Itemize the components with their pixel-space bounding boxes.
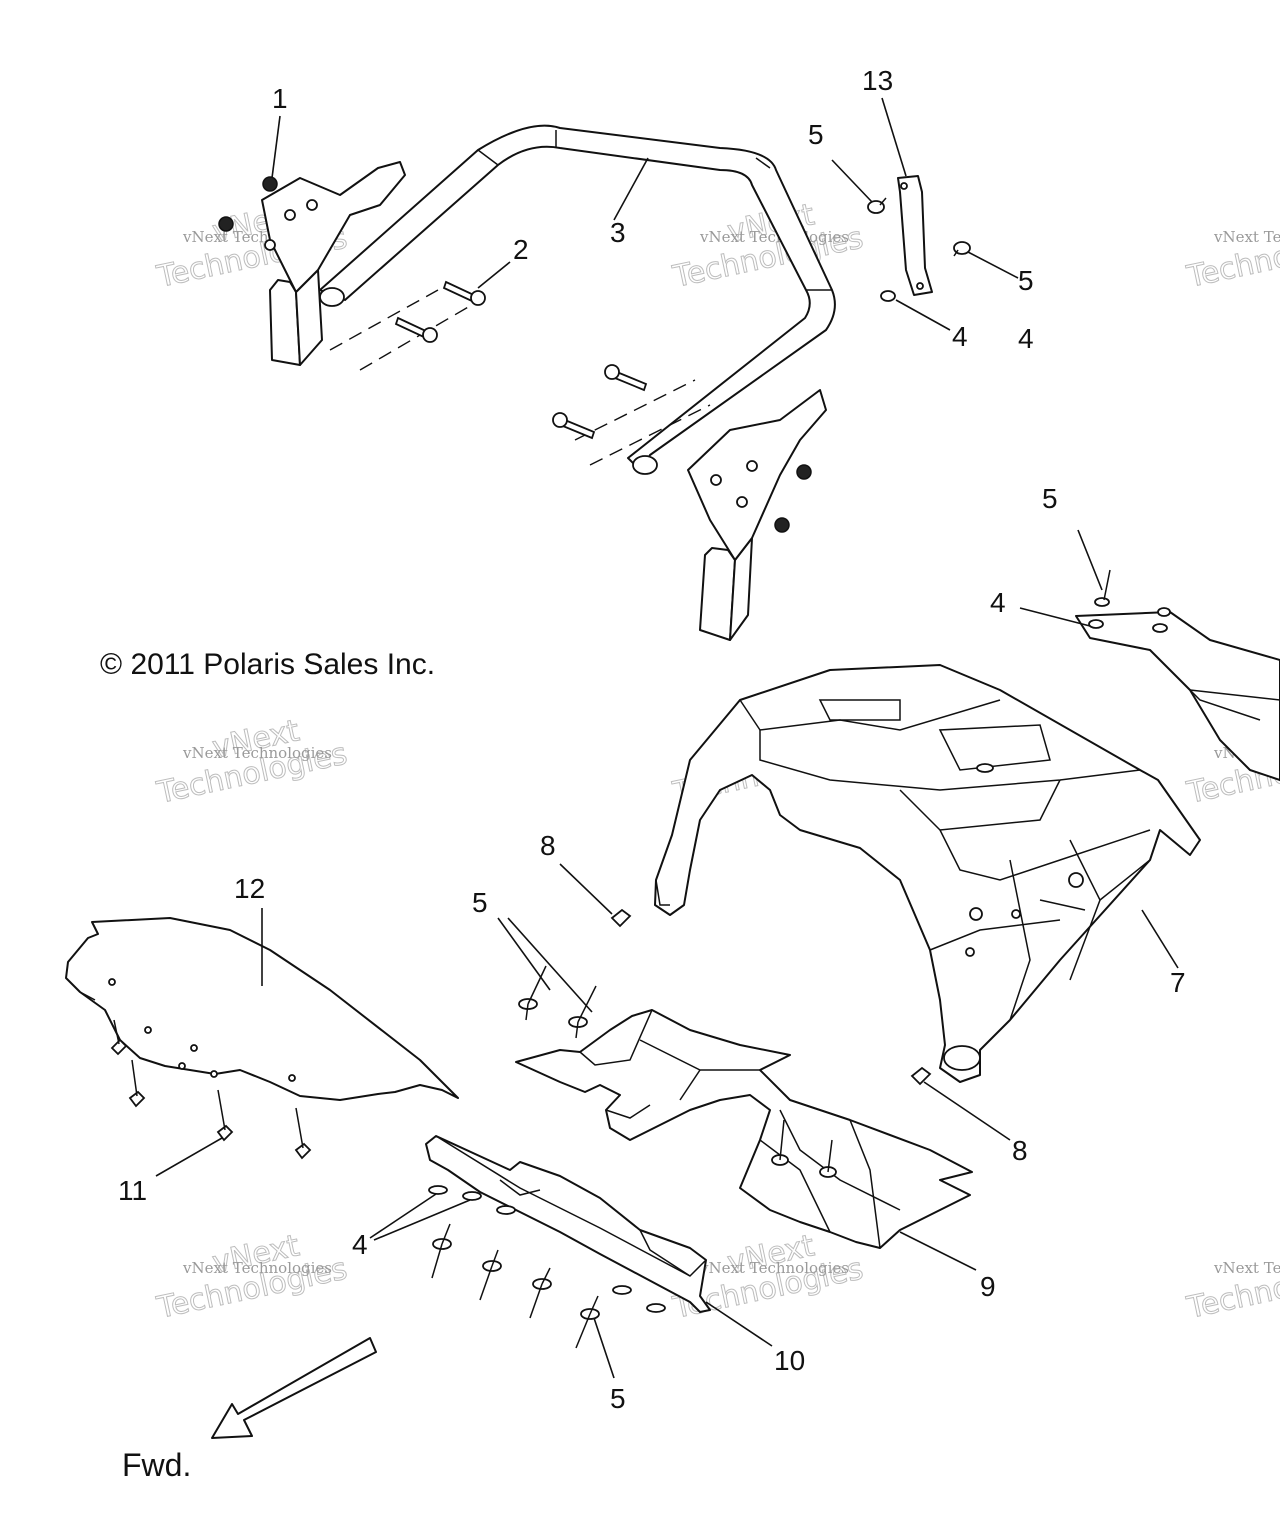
callout-2: 2 <box>513 234 529 265</box>
leader-lines <box>155 97 1179 1379</box>
rear-body-panel-item-7 <box>654 664 1201 1083</box>
rear-bracket-item-9 <box>515 1009 973 1249</box>
callout-12: 12 <box>234 873 265 904</box>
svg-text:vNext Technologies: vNext Technologies <box>1213 228 1280 246</box>
rivet-item-5-right <box>1094 569 1111 607</box>
callout-8: 8 <box>1012 1135 1028 1166</box>
svg-text:vNext Technologies: vNext Technologies <box>699 228 849 246</box>
nut-right-post <box>774 464 812 533</box>
callout-8: 8 <box>540 830 556 861</box>
callout-10: 10 <box>774 1345 805 1376</box>
svg-text:vNext Technologies: vNext Technologies <box>182 744 332 762</box>
callout-4: 4 <box>1018 323 1034 354</box>
strap-item-13 <box>897 175 933 296</box>
forward-arrow-icon <box>211 1337 377 1439</box>
left-cage-post <box>261 161 406 366</box>
screws-item-8 <box>610 908 932 1086</box>
callout-4: 4 <box>990 587 1006 618</box>
callout-4: 4 <box>352 1229 368 1260</box>
watermark-9: Technologies vNext Technologies <box>1183 1251 1280 1327</box>
callout-4: 4 <box>952 321 968 352</box>
callout-11: 11 <box>118 1175 147 1206</box>
cage-dashed-guides <box>329 289 711 466</box>
nut-item-1 <box>218 176 278 232</box>
svg-text:vNext Technologies: vNext Technologies <box>1213 1259 1280 1277</box>
callout-5: 5 <box>1042 483 1058 514</box>
screw-item-11 <box>110 1019 312 1160</box>
trim-bar-item-10 <box>425 1135 711 1313</box>
rivet-item-5-top <box>867 197 971 257</box>
callout-9: 9 <box>980 1271 996 1302</box>
washer-item-4-top <box>880 290 896 302</box>
callout-7: 7 <box>1170 967 1186 998</box>
side-bracket-right <box>1075 607 1280 781</box>
svg-text:vNext Technologies: vNext Technologies <box>699 1259 849 1277</box>
callout-5: 5 <box>1018 265 1034 296</box>
rear-cage-bar <box>319 124 836 475</box>
rivets-item-5-lower <box>431 1223 600 1349</box>
watermark-4: Technologies vNext vNext Technologies <box>153 713 351 812</box>
callout-13: 13 <box>862 65 893 96</box>
bolt-item-2 <box>394 280 648 440</box>
watermark-3: Technologies vNext Technologies <box>1183 220 1280 296</box>
callout-5: 5 <box>472 887 488 918</box>
copyright-notice: © 2011 Polaris Sales Inc. <box>100 648 435 681</box>
forward-label: Fwd. <box>122 1447 191 1483</box>
callout-5: 5 <box>808 119 824 150</box>
watermark-7: Technologies vNext vNext Technologies <box>153 1228 351 1327</box>
right-cage-post <box>687 389 827 641</box>
callout-1: 1 <box>272 83 288 114</box>
svg-text:vNext Technologies: vNext Technologies <box>182 1259 332 1277</box>
skid-plate-item-12 <box>65 917 459 1101</box>
callout-3: 3 <box>610 217 626 248</box>
rivets-item-5-mid <box>518 965 597 1039</box>
washers-item-4-lower <box>428 1185 666 1313</box>
callout-5: 5 <box>610 1383 626 1414</box>
callout-labels: 1 2 3 4 4 4 4 5 5 5 5 5 7 8 8 9 10 11 12… <box>118 65 1186 1414</box>
